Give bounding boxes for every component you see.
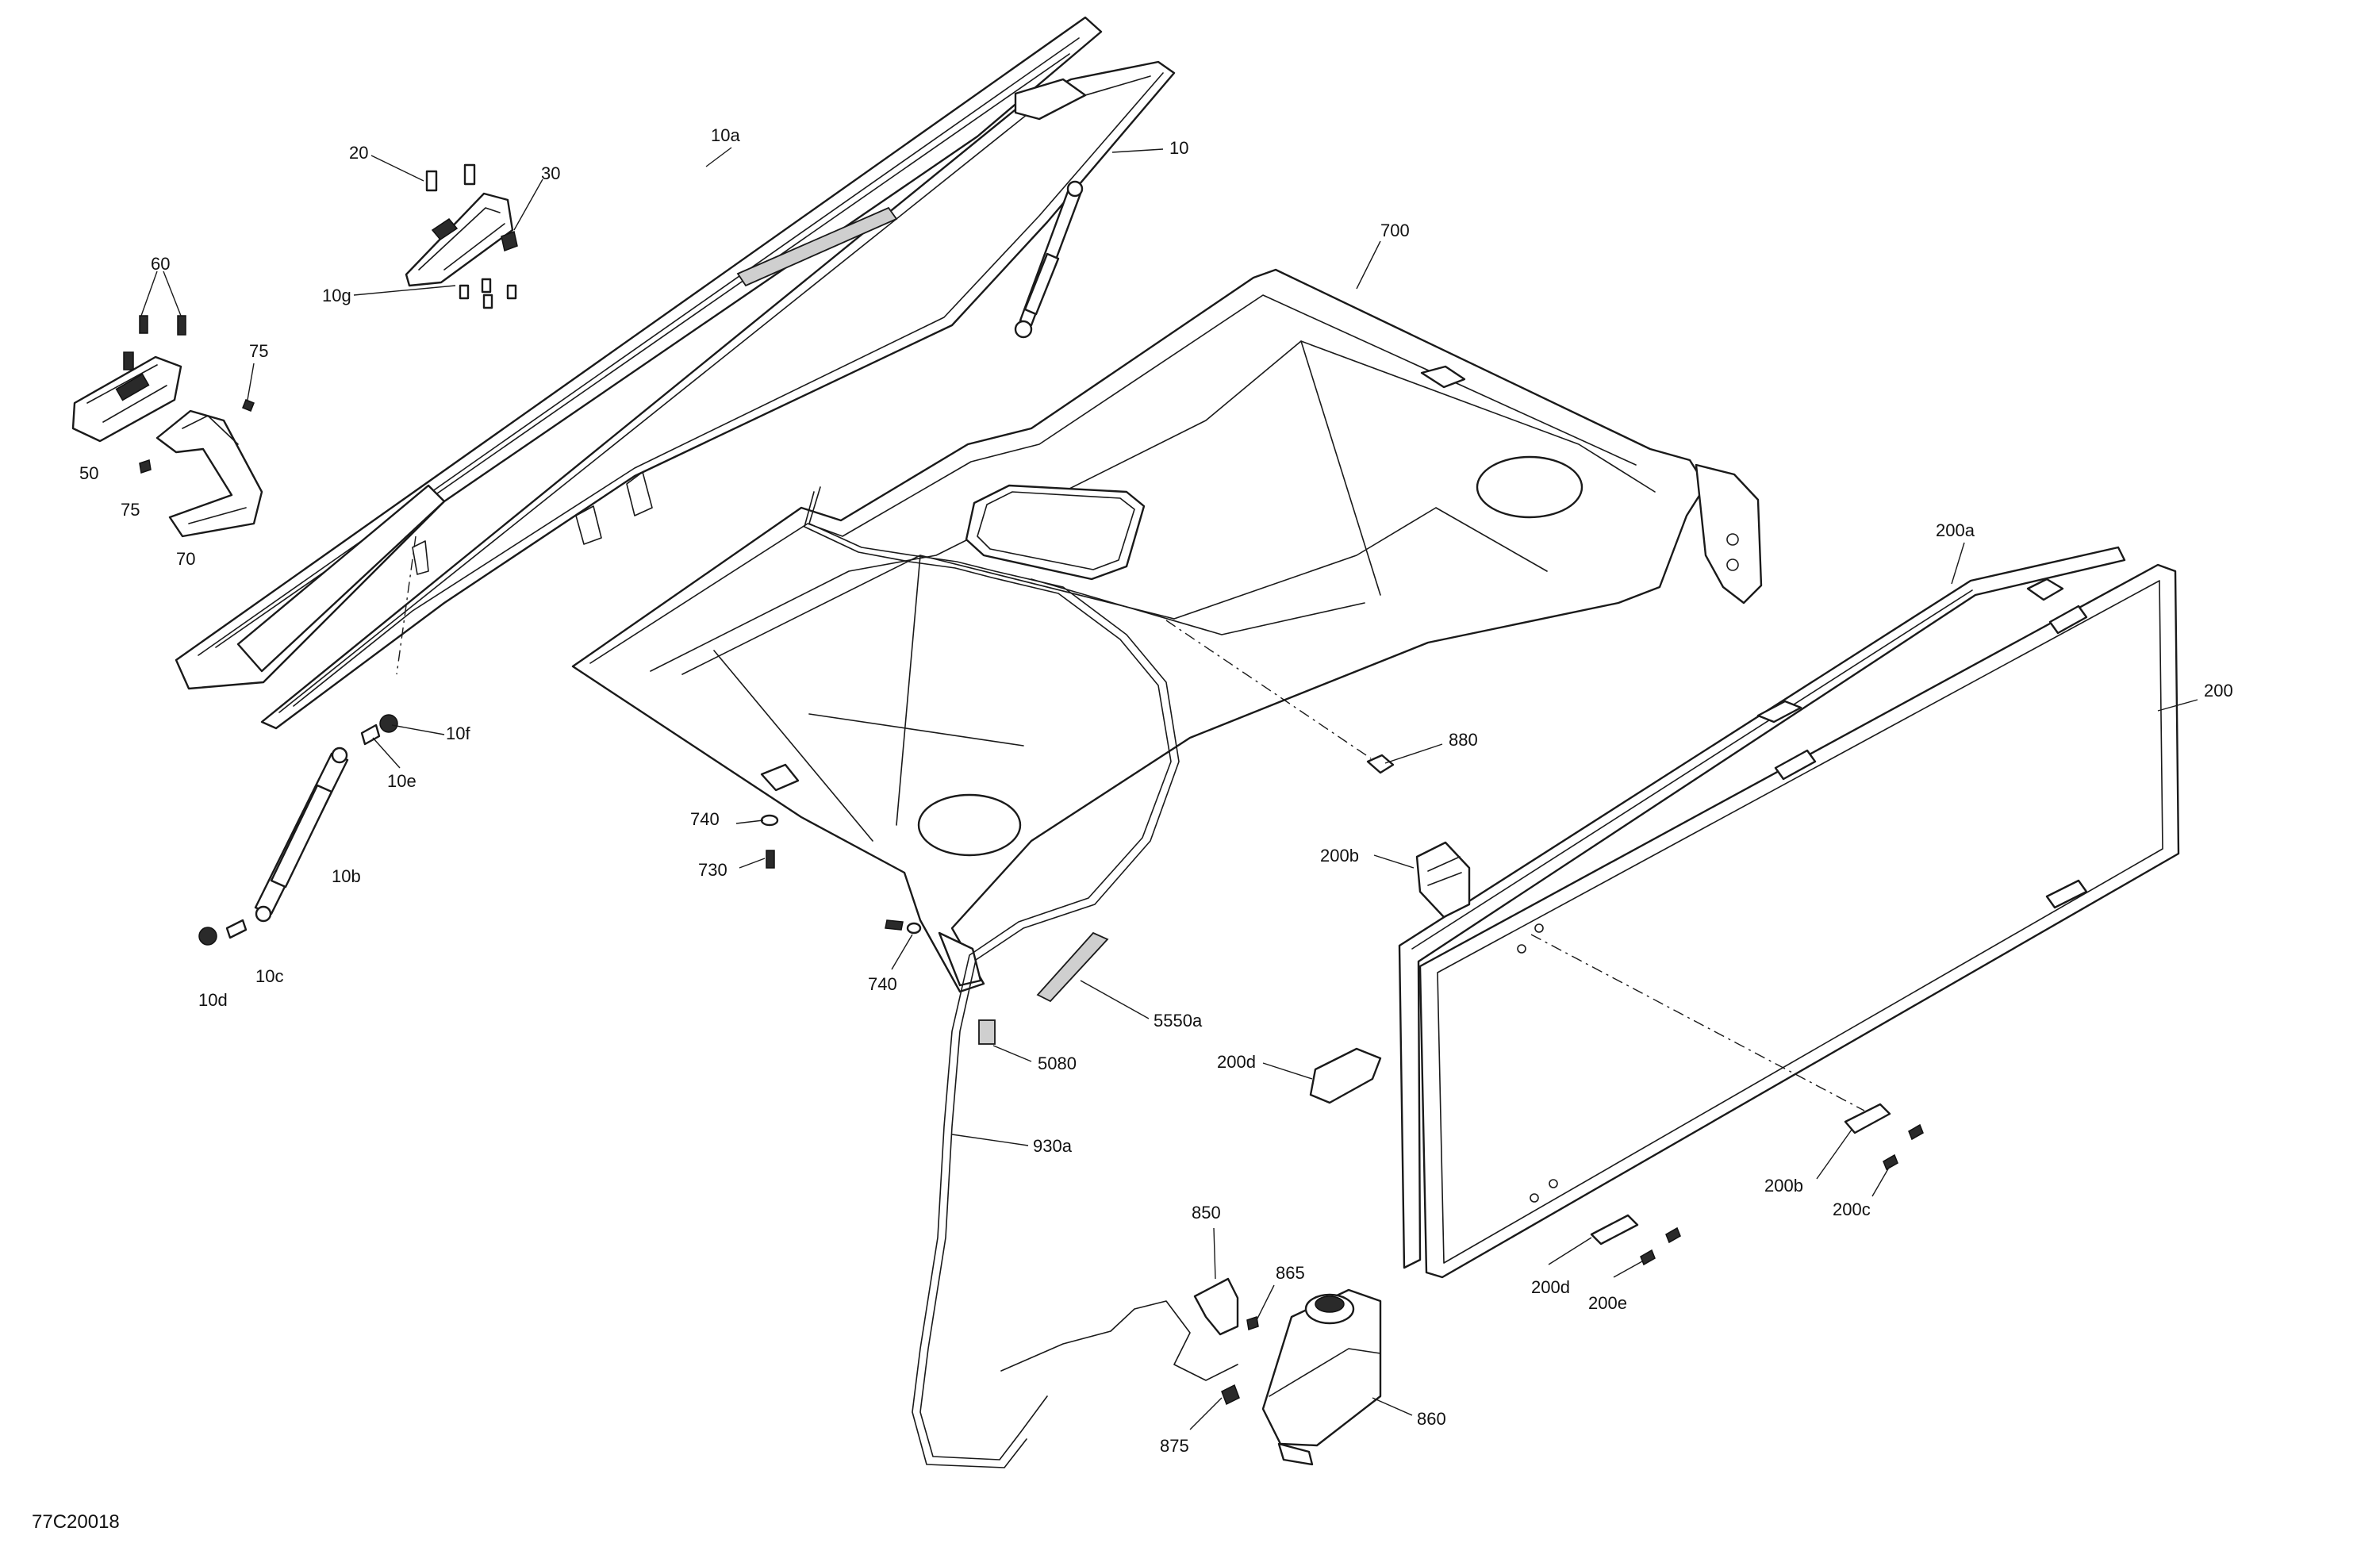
alignment-lines bbox=[396, 535, 1865, 1111]
seal-5550a bbox=[1036, 931, 1109, 1003]
windshield-frame-10a bbox=[175, 16, 1103, 690]
plate-200d-lower bbox=[1590, 1214, 1639, 1246]
screw-75b-icon bbox=[139, 459, 152, 474]
document-number: 77C20018 bbox=[32, 1511, 120, 1533]
speaker-cutout-rear bbox=[1476, 455, 1583, 519]
screw-60b-icon bbox=[177, 315, 186, 336]
callout-labels: 10a 10 20 30 10g 60 75 50 75 70 700 10f … bbox=[79, 125, 2233, 1456]
callout-730: 730 bbox=[698, 860, 727, 880]
callout-200e: 200e bbox=[1588, 1293, 1627, 1313]
washer-740-upper bbox=[760, 814, 779, 827]
callout-5550a: 5550a bbox=[1154, 1011, 1203, 1031]
callout-20: 20 bbox=[349, 143, 368, 163]
callout-200d-bottom: 200d bbox=[1531, 1277, 1570, 1297]
callout-10b: 10b bbox=[332, 866, 361, 886]
screw-60a-icon bbox=[139, 315, 148, 334]
reservoir-860 bbox=[1261, 1288, 1382, 1466]
callout-10a: 10a bbox=[711, 125, 740, 145]
callout-200d-left: 200d bbox=[1217, 1052, 1256, 1072]
callout-930a: 930a bbox=[1033, 1136, 1073, 1156]
bracket-850 bbox=[1193, 1277, 1239, 1336]
nut-10d-icon bbox=[198, 927, 217, 946]
callout-850: 850 bbox=[1192, 1203, 1221, 1223]
callout-5080: 5080 bbox=[1038, 1054, 1077, 1073]
screw-75a-icon bbox=[242, 399, 255, 412]
callout-30: 30 bbox=[541, 163, 560, 183]
callout-50: 50 bbox=[79, 463, 98, 483]
callout-10f: 10f bbox=[446, 724, 470, 743]
rear-panel-200a bbox=[1398, 546, 2126, 1269]
callout-200b-top: 200b bbox=[1320, 846, 1359, 866]
callout-860: 860 bbox=[1417, 1409, 1446, 1429]
gas-strut-10b bbox=[254, 747, 349, 923]
callout-60: 60 bbox=[151, 254, 170, 274]
callout-865: 865 bbox=[1276, 1263, 1305, 1283]
nut-10f-icon bbox=[379, 714, 398, 733]
screw-740-lower bbox=[885, 919, 922, 935]
fitting-875 bbox=[1221, 1384, 1240, 1406]
screws-200e bbox=[1640, 1226, 1681, 1266]
leader-lines bbox=[140, 147, 2198, 1430]
bolt-20b-icon bbox=[463, 163, 476, 186]
callout-700: 700 bbox=[1380, 221, 1410, 240]
bracket-200d-left bbox=[1309, 1047, 1382, 1104]
speaker-cutout-front bbox=[917, 793, 1022, 857]
callout-75-lower: 75 bbox=[121, 500, 140, 520]
hinge-bracket-10g bbox=[405, 163, 518, 309]
latch-200b-upper bbox=[1415, 841, 1471, 919]
roof-liner-700 bbox=[571, 268, 1763, 993]
callout-875: 875 bbox=[1160, 1436, 1189, 1456]
callout-200c: 200c bbox=[1833, 1199, 1871, 1219]
screws-200c bbox=[1883, 1123, 1924, 1171]
screw-865 bbox=[1246, 1316, 1259, 1330]
stud-10e-icon bbox=[360, 724, 381, 746]
handle-70 bbox=[139, 399, 263, 538]
callout-10c: 10c bbox=[255, 966, 283, 986]
callout-70: 70 bbox=[176, 549, 195, 569]
callout-200: 200 bbox=[2204, 681, 2233, 700]
callout-75-upper: 75 bbox=[249, 341, 268, 361]
callout-200b-bottom: 200b bbox=[1764, 1176, 1803, 1196]
callout-740-lower: 740 bbox=[868, 974, 897, 994]
gas-strut-upper bbox=[1014, 180, 1084, 339]
callout-10d: 10d bbox=[198, 990, 228, 1010]
fittings-10c-10d-10e-10f bbox=[198, 714, 398, 946]
bolt-20a-icon bbox=[425, 170, 438, 192]
pad-5080 bbox=[978, 1019, 996, 1045]
rear-panel-200 bbox=[1418, 563, 2180, 1279]
nut-30-icon bbox=[501, 230, 518, 252]
windshield-10 bbox=[260, 60, 1176, 730]
callout-740-upper: 740 bbox=[690, 809, 720, 829]
clip-880 bbox=[1366, 754, 1395, 774]
screw-730 bbox=[766, 850, 775, 869]
stud-10c-icon bbox=[225, 919, 248, 939]
callout-10e: 10e bbox=[387, 771, 416, 791]
callout-10g: 10g bbox=[322, 286, 351, 305]
plate-200b-lower bbox=[1844, 1103, 1891, 1134]
callout-880: 880 bbox=[1449, 730, 1478, 750]
callout-200a: 200a bbox=[1936, 520, 1975, 540]
callout-10: 10 bbox=[1169, 138, 1188, 158]
wire-harness-930a bbox=[804, 486, 1238, 1468]
latch-50 bbox=[71, 315, 186, 443]
